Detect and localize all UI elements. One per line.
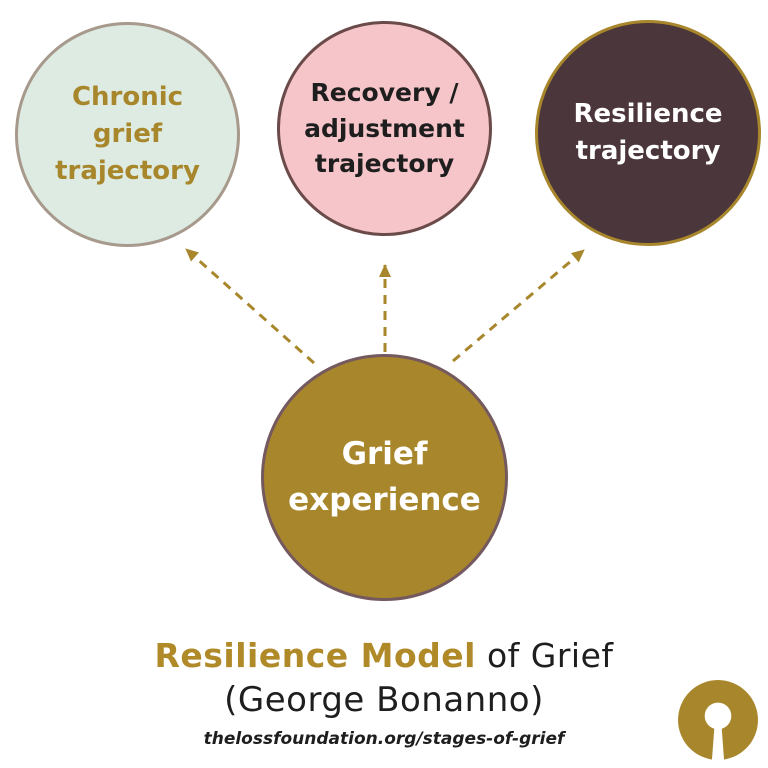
- dashed-arrow-to-chronic: [185, 247, 315, 365]
- node-resilience-trajectory: Resilience trajectory: [535, 20, 761, 246]
- title-highlight: Resilience Model: [154, 636, 476, 675]
- node-chronic-grief-trajectory: Chronic grief trajectory: [15, 22, 240, 247]
- dashed-arrow-to-resilience: [452, 248, 585, 363]
- page-title: Resilience Model of Grief: [0, 636, 768, 675]
- footer: Resilience Model of Grief (George Bonann…: [0, 636, 768, 749]
- node-grief-experience: Grief experience: [261, 354, 508, 601]
- title-rest: of Grief: [475, 636, 614, 675]
- source-url: thelossfoundation.org/stages-of-grief: [203, 729, 565, 749]
- author-subtitle: (George Bonanno): [224, 680, 544, 720]
- loss-foundation-ring-logo-icon: [678, 680, 758, 761]
- node-recovery-adjustment-trajectory: Recovery / adjustment trajectory: [277, 21, 492, 236]
